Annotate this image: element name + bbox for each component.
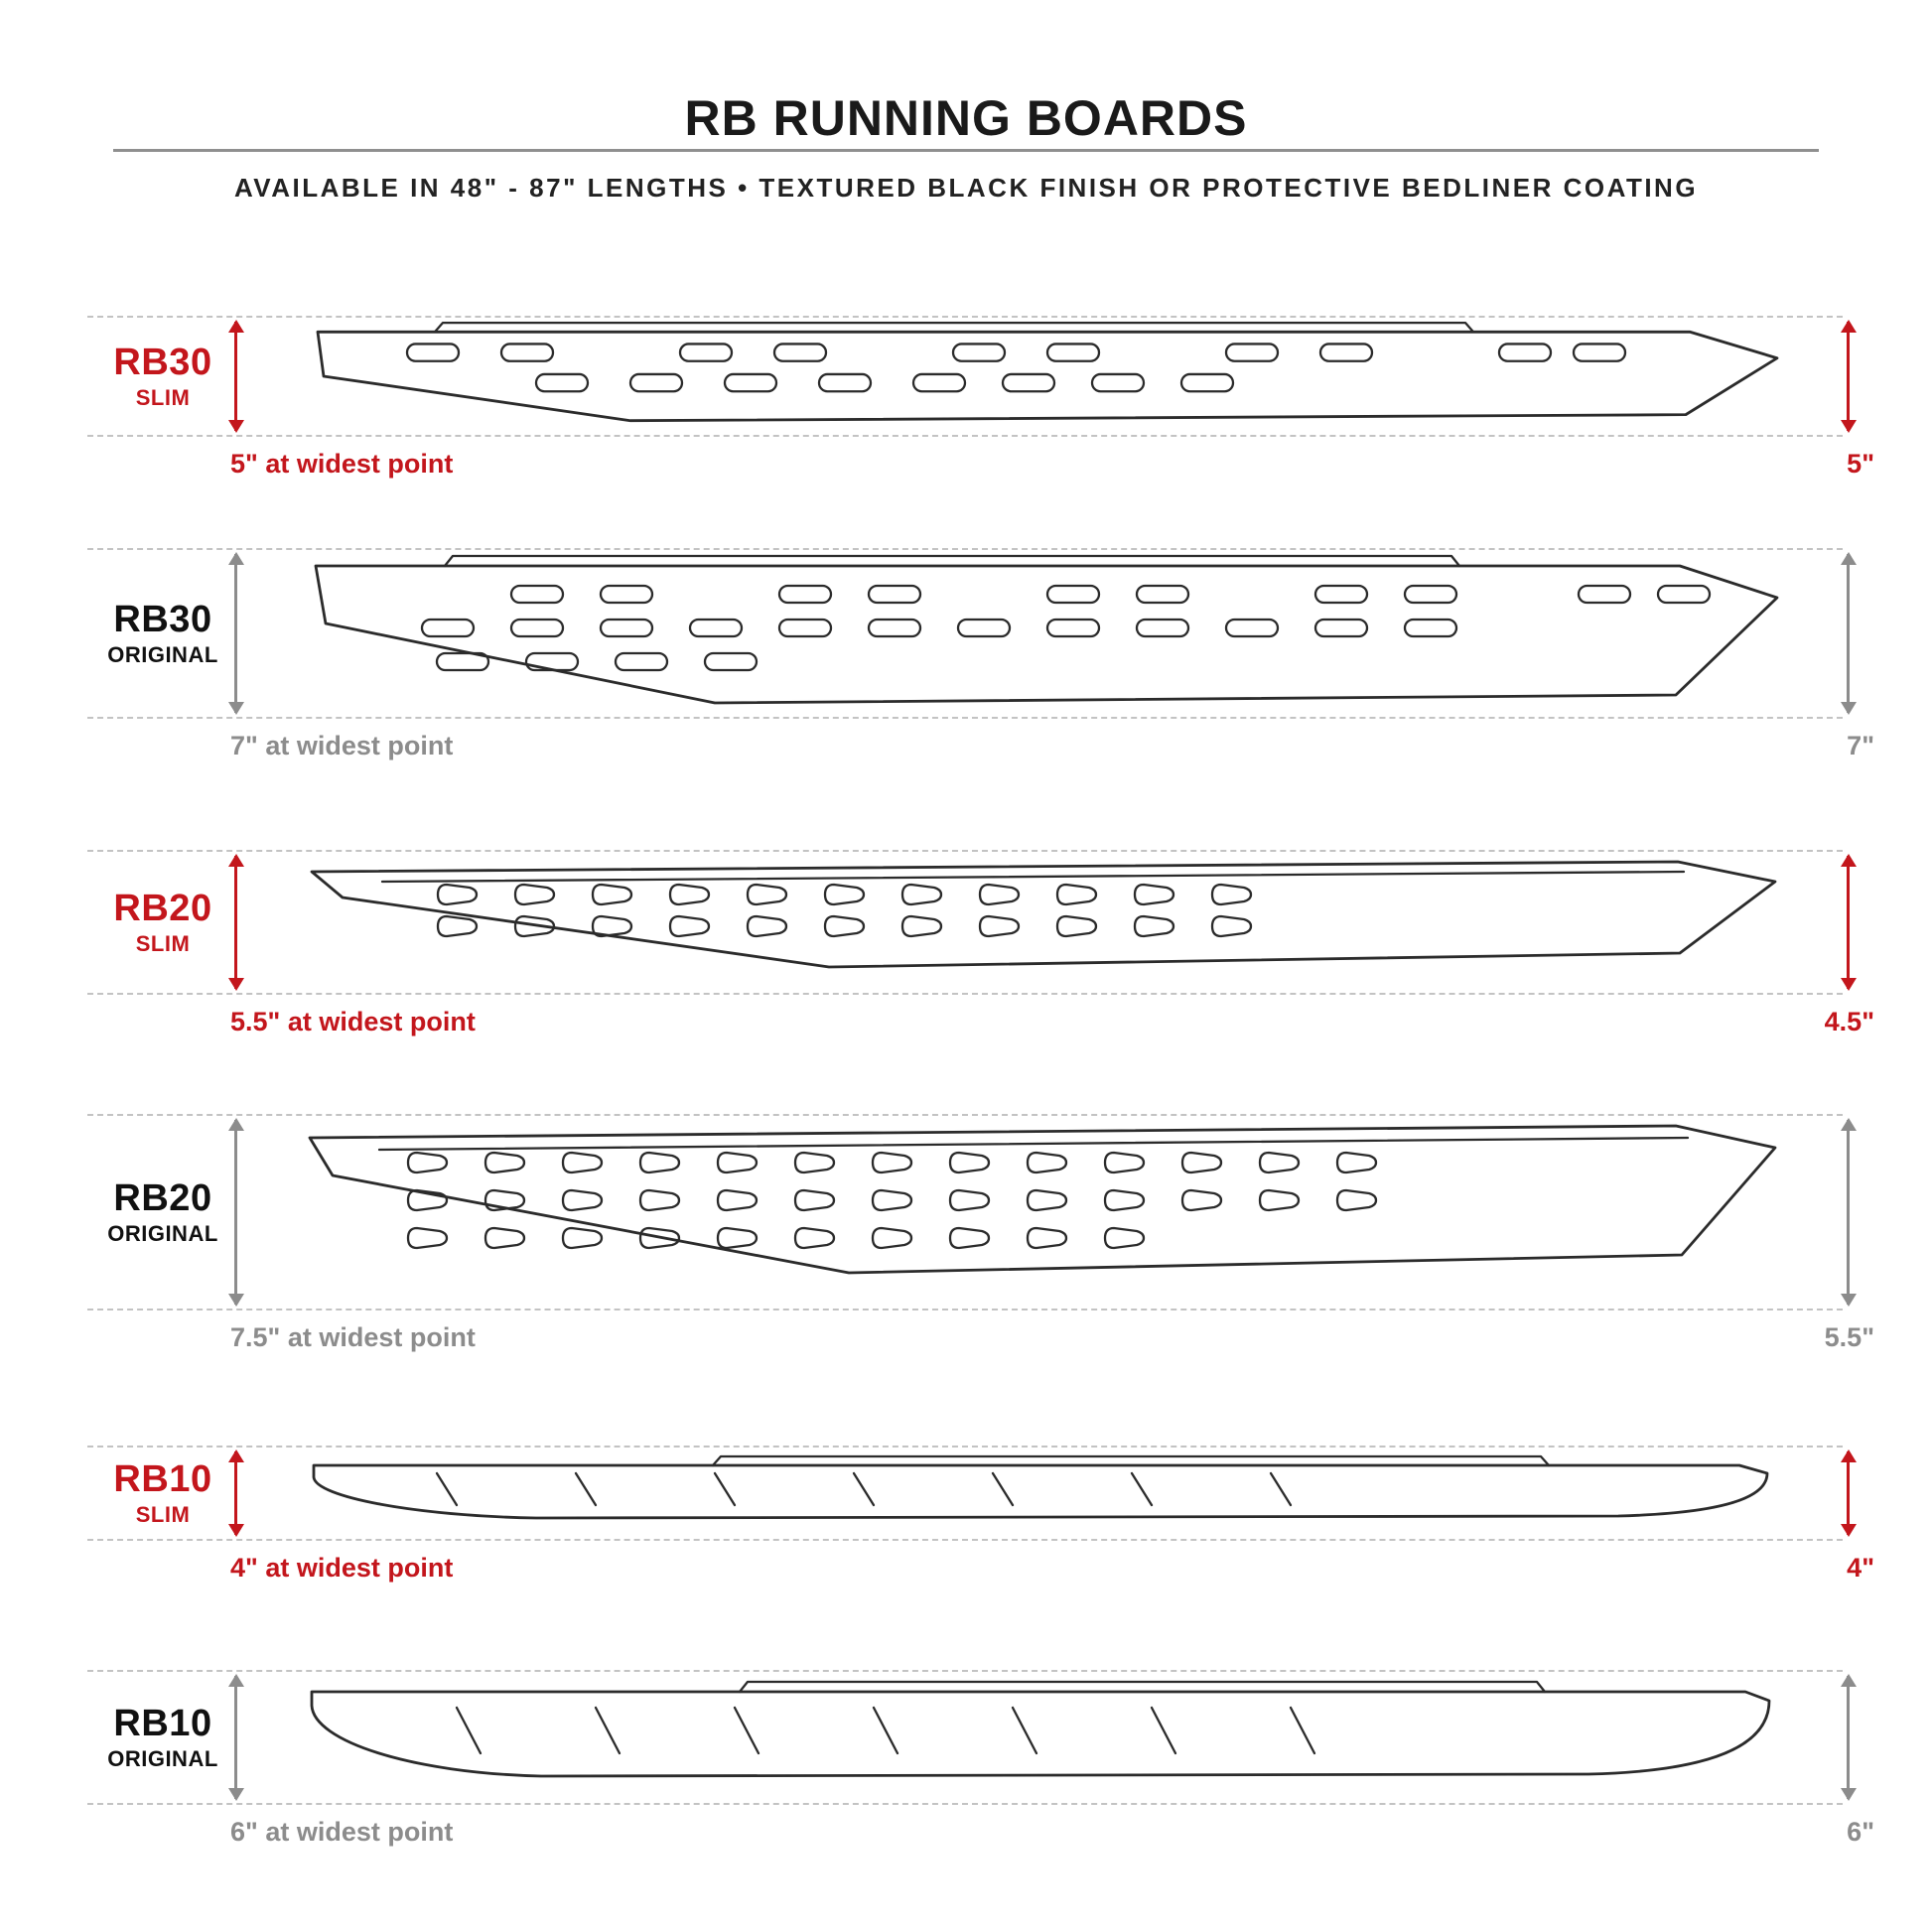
model-label: RB10 <box>113 1458 212 1501</box>
board-row-rb20-original: RB20 ORIGINAL 7.5" at widest point 5.5" <box>0 1114 1932 1352</box>
height-measure: 4.5" <box>1824 1007 1874 1036</box>
variant-label: SLIM <box>135 930 191 956</box>
dimension-line-top <box>87 548 1843 550</box>
dimension-line-bottom <box>87 717 1843 719</box>
title-divider <box>113 149 1819 152</box>
dimension-line-bottom <box>87 1309 1843 1311</box>
running-board-drawing <box>316 321 1779 423</box>
page-subtitle: AVAILABLE IN 48" - 87" LENGTHS • TEXTURE… <box>233 173 1699 203</box>
height-measure: 7" <box>1847 731 1874 760</box>
variant-label: ORIGINAL <box>107 1745 218 1771</box>
dimension-line-bottom <box>87 1539 1843 1541</box>
height-measure: 5.5" <box>1824 1322 1874 1352</box>
board-label: RB20 ORIGINAL <box>89 1177 236 1246</box>
board-label: RB30 ORIGINAL <box>89 599 236 667</box>
right-dimension-arrow-icon <box>1847 1120 1850 1305</box>
model-label: RB10 <box>113 1703 212 1745</box>
right-dimension-arrow-icon <box>1847 1451 1850 1535</box>
left-dimension-arrow-icon <box>234 554 237 713</box>
width-caption: 7.5" at widest point <box>230 1322 476 1352</box>
dimension-line-bottom <box>87 993 1843 995</box>
height-measure: 6" <box>1847 1817 1874 1847</box>
dimension-line-bottom <box>87 1803 1843 1805</box>
width-caption: 7" at widest point <box>230 731 454 760</box>
running-board-drawing <box>314 554 1779 705</box>
dimension-line-top <box>87 316 1843 318</box>
left-dimension-arrow-icon <box>234 1451 237 1535</box>
variant-label: ORIGINAL <box>107 641 218 667</box>
right-dimension-arrow-icon <box>1847 1676 1850 1799</box>
board-label: RB10 ORIGINAL <box>89 1703 236 1771</box>
variant-label: ORIGINAL <box>107 1220 218 1246</box>
width-caption: 4" at widest point <box>230 1553 454 1583</box>
model-label: RB30 <box>113 599 212 641</box>
board-label: RB10 SLIM <box>89 1458 236 1527</box>
board-row-rb30-slim: RB30 SLIM 5" at widest point 5" <box>0 316 1932 479</box>
dimension-line-top <box>87 1670 1843 1672</box>
board-row-rb20-slim: RB20 SLIM 5.5" at widest point 4.5" <box>0 850 1932 1036</box>
running-board-drawing <box>310 1680 1771 1778</box>
board-row-rb30-original: RB30 ORIGINAL 7" at widest point 7" <box>0 548 1932 760</box>
model-label: RB20 <box>113 1177 212 1220</box>
running-board-drawing <box>310 860 1777 969</box>
model-label: RB20 <box>113 888 212 930</box>
dimension-line-top <box>87 1114 1843 1116</box>
dimension-line-bottom <box>87 435 1843 437</box>
board-row-rb10-original: RB10 ORIGINAL 6" at widest point 6" <box>0 1670 1932 1847</box>
left-dimension-arrow-icon <box>234 322 237 431</box>
variant-label: SLIM <box>135 384 191 410</box>
running-board-drawing <box>312 1454 1769 1520</box>
dimension-line-top <box>87 850 1843 852</box>
left-dimension-arrow-icon <box>234 1120 237 1305</box>
height-measure: 5" <box>1847 449 1874 479</box>
width-caption: 5.5" at widest point <box>230 1007 476 1036</box>
width-caption: 6" at widest point <box>230 1817 454 1847</box>
model-label: RB30 <box>113 342 212 384</box>
right-dimension-arrow-icon <box>1847 322 1850 431</box>
left-dimension-arrow-icon <box>234 1676 237 1799</box>
width-caption: 5" at widest point <box>230 449 454 479</box>
page-title: RB RUNNING BOARDS <box>684 89 1248 146</box>
board-label: RB30 SLIM <box>89 342 236 410</box>
running-board-drawing <box>308 1124 1777 1275</box>
board-row-rb10-slim: RB10 SLIM 4" at widest point 4" <box>0 1446 1932 1583</box>
right-dimension-arrow-icon <box>1847 856 1850 989</box>
variant-label: SLIM <box>135 1501 191 1527</box>
board-label: RB20 SLIM <box>89 888 236 956</box>
left-dimension-arrow-icon <box>234 856 237 989</box>
right-dimension-arrow-icon <box>1847 554 1850 713</box>
height-measure: 4" <box>1847 1553 1874 1583</box>
dimension-line-top <box>87 1446 1843 1448</box>
